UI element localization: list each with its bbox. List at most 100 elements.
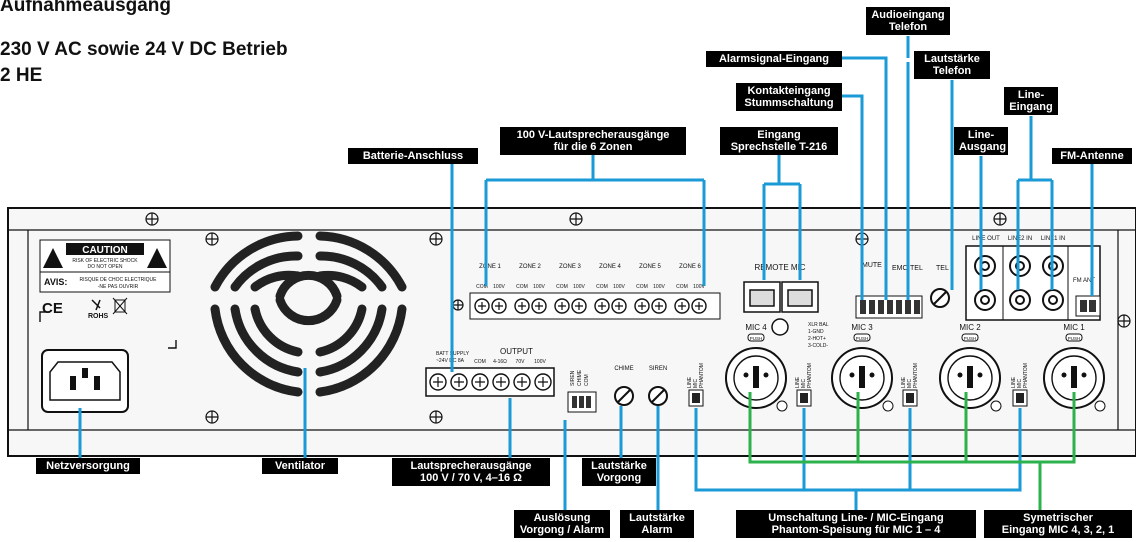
callout-batterie-anschluss: Batterie-Anschluss xyxy=(348,148,478,164)
callout-kontakteingang: Kontakteingang Stummschaltung xyxy=(736,83,842,111)
leader-line xyxy=(484,155,706,286)
svg-text:-NE PAS OUVRIR: -NE PAS OUVRIR xyxy=(98,284,139,290)
control-terminal[interactable] xyxy=(860,300,866,314)
callout-umschaltung: Umschaltung Line- / MIC-Eingang Phantom-… xyxy=(736,510,976,538)
header-line-2: 230 V AC sowie 24 V DC Betrieb xyxy=(0,39,288,60)
caution-text: CAUTION xyxy=(82,245,128,256)
leader-line xyxy=(1016,116,1054,290)
callout-audio-telefon: Audioeingang Telefon xyxy=(866,7,950,35)
weee-icon xyxy=(112,297,128,315)
svg-text:LINE: LINE xyxy=(901,376,907,388)
zone-label: ZONE 6 xyxy=(679,264,701,270)
svg-text:PUSH: PUSH xyxy=(856,336,869,341)
svg-text:2-HOT+: 2-HOT+ xyxy=(808,336,826,342)
callout-sprechstelle: Eingang Sprechstelle T-216 xyxy=(720,127,838,155)
svg-text:100V: 100V xyxy=(693,284,705,290)
zone-label: ZONE 3 xyxy=(559,264,581,270)
svg-text:MIC: MIC xyxy=(801,378,807,388)
leader-line xyxy=(762,155,802,280)
svg-text:MIC: MIC xyxy=(1017,378,1023,388)
xlr-bal-text: XLR BAL xyxy=(808,322,829,328)
siren-chime-com-label: CHIME xyxy=(577,369,583,386)
svg-text:100V: 100V xyxy=(613,284,625,290)
svg-text:PHANTOM: PHANTOM xyxy=(1023,363,1029,388)
svg-text:LINE: LINE xyxy=(795,376,801,388)
siren-chime-com-label: SIREN xyxy=(570,370,576,386)
control-terminal[interactable] xyxy=(896,300,902,314)
output-term-label: 70V xyxy=(516,359,526,365)
svg-text:100V: 100V xyxy=(493,284,505,290)
svg-text:LINE: LINE xyxy=(1011,376,1017,388)
chime-text: CHIME xyxy=(614,366,633,372)
zone-terminals: ZONE 1 COM 100V ZONE 2 COM 100V ZONE 3 COM 100V Z… xyxy=(469,264,721,320)
callout-ventilator: Ventilator xyxy=(262,458,338,474)
control-terminal[interactable] xyxy=(905,300,911,314)
mic-label: MIC 3 xyxy=(851,323,873,332)
svg-text:~24V DC 8A: ~24V DC 8A xyxy=(436,358,465,364)
mic-label: MIC 1 xyxy=(1063,323,1085,332)
zone-label: ZONE 4 xyxy=(599,264,621,270)
ce-mark: CE xyxy=(42,300,63,317)
rohs-mark: ROHS xyxy=(88,313,109,320)
svg-text:LINE2 IN: LINE2 IN xyxy=(1008,236,1032,242)
svg-text:COM: COM xyxy=(596,284,608,290)
control-terminal[interactable] xyxy=(878,300,884,314)
callout-netzversorgung: Netzversorgung xyxy=(36,458,140,474)
header-line-3: 2 HE xyxy=(0,65,43,86)
callout-lautstaerke-alarm: Lautstärke Alarm xyxy=(620,510,694,538)
svg-text:3-COLD-: 3-COLD- xyxy=(808,343,828,349)
callout-ausloesung: Auslösung Vorgong / Alarm xyxy=(514,510,610,538)
mic-label: MIC 2 xyxy=(959,323,981,332)
svg-text:PUSH: PUSH xyxy=(1068,336,1081,341)
svg-text:MIC: MIC xyxy=(693,378,699,388)
output-text: OUTPUT xyxy=(500,347,533,356)
output-term-label: 4-16Ω xyxy=(493,359,507,365)
zone-label: ZONE 2 xyxy=(519,264,541,270)
callout-lautsprecherausgaenge: Lautsprecherausgänge 100 V / 70 V, 4–16 … xyxy=(392,458,550,486)
svg-text:PHANTOM: PHANTOM xyxy=(913,363,919,388)
svg-text:COM: COM xyxy=(516,284,528,290)
svg-text:100V: 100V xyxy=(573,284,585,290)
svg-text:PHANTOM: PHANTOM xyxy=(699,363,705,388)
control-terminal[interactable] xyxy=(869,300,875,314)
mic-leader-line xyxy=(748,392,1076,464)
leader-line xyxy=(694,408,1022,510)
fan-grille xyxy=(210,231,407,397)
svg-text:PUSH: PUSH xyxy=(750,336,763,341)
zone-label: ZONE 1 xyxy=(479,264,501,270)
tel-text: TEL xyxy=(910,265,923,272)
caution-label: CAUTION RISK OF ELECTRIC SHOCK DO NOT OP… xyxy=(39,239,171,293)
svg-text:COM: COM xyxy=(676,284,688,290)
output-term-label: COM xyxy=(474,359,486,365)
svg-text:COM: COM xyxy=(556,284,568,290)
svg-text:100V: 100V xyxy=(653,284,665,290)
remote-mic-text: REMOTE MIC xyxy=(754,263,805,272)
svg-text:TEL: TEL xyxy=(936,265,949,272)
siren-text: SIREN xyxy=(649,366,667,372)
svg-text:LINE OUT: LINE OUT xyxy=(972,236,1000,242)
header-line-1: Aufnahmeausgang xyxy=(0,0,172,16)
leader-line xyxy=(842,56,888,300)
callout-fm-antenne: FM-Antenne xyxy=(1052,148,1132,164)
svg-text:COM: COM xyxy=(476,284,488,290)
control-terminal[interactable] xyxy=(887,300,893,314)
leader-line xyxy=(842,94,864,300)
svg-text:PHANTOM: PHANTOM xyxy=(807,363,813,388)
callout-lautsprecher-zonen: 100 V-Lautsprecherausgänge für die 6 Zon… xyxy=(500,127,686,155)
svg-text:RISQUE DE CHOC ELECTRIQUE: RISQUE DE CHOC ELECTRIQUE xyxy=(80,277,158,283)
chassis xyxy=(7,207,1136,457)
callout-line-eingang: Line- Eingang xyxy=(1004,87,1058,115)
svg-text:DO NOT OPEN: DO NOT OPEN xyxy=(88,264,123,270)
svg-text:MIC: MIC xyxy=(907,378,913,388)
callout-symetrischer-eingang: Symetrischer Eingang MIC 4, 3, 2, 1 xyxy=(984,510,1132,538)
callout-lautstaerke-vorgong: Lautstärke Vorgong xyxy=(582,458,656,486)
zone-label: ZONE 5 xyxy=(639,264,661,270)
control-terminal[interactable] xyxy=(914,300,920,314)
svg-text:100V: 100V xyxy=(533,284,545,290)
remote-xlr-socket xyxy=(771,318,789,336)
avis-text: AVIS: xyxy=(44,277,67,287)
svg-text:LINE: LINE xyxy=(687,376,693,388)
callout-lautstaerke-telefon: Lautstärke Telefon xyxy=(914,51,990,79)
